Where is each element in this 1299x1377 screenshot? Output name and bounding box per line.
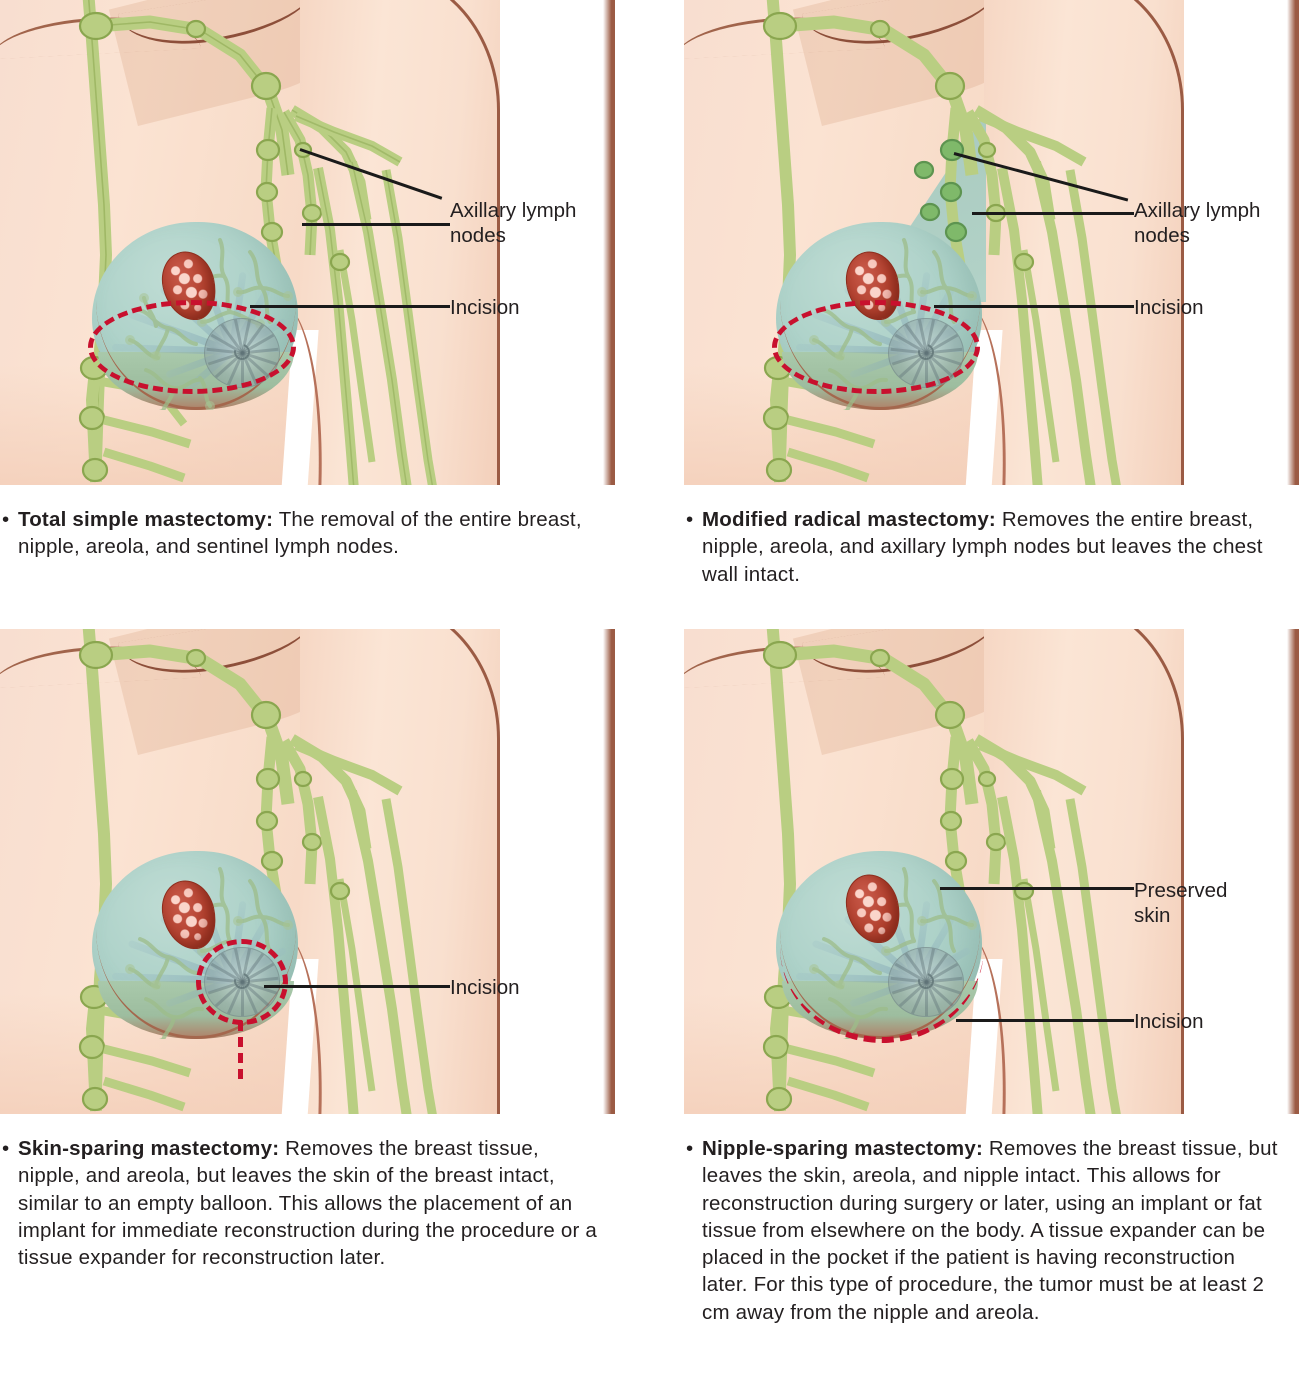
caption-body: Removes the breast tissue, nipple, and a… bbox=[18, 1137, 598, 1269]
label-incision: Incision bbox=[450, 976, 520, 999]
lymphatic-network bbox=[762, 0, 1121, 485]
caption-nipple-sparing-mastectomy: • Nipple-sparing mastectomy: Removes the … bbox=[684, 1135, 1284, 1326]
caption-body: Removes the breast tissue, but leaves th… bbox=[702, 1137, 1278, 1324]
label-axillary-lymph-nodes: Axillary lymph nodes bbox=[1134, 199, 1261, 247]
caption-bullet: • bbox=[2, 508, 10, 532]
caption-term: Nipple-sparing mastectomy: bbox=[702, 1137, 983, 1160]
panel-skin-sparing-mastectomy: Incision • Skin-sparing mastectomy: Remov… bbox=[0, 629, 615, 1271]
panel-modified-radical-mastectomy: Axillary lymph nodes Incision • Modified … bbox=[684, 0, 1299, 588]
leader-line-incision bbox=[956, 1019, 1134, 1022]
label-incision: Incision bbox=[1134, 1010, 1204, 1033]
panel-nipple-sparing-mastectomy: Preserved skin Incision • Nipple-sparing … bbox=[684, 629, 1299, 1326]
caption-term: Total simple mastectomy: bbox=[18, 508, 274, 531]
caption-bullet: • bbox=[2, 1137, 10, 1161]
lymphatic-network bbox=[78, 0, 437, 485]
caption-body: The removal of the entire breast, nipple… bbox=[18, 508, 582, 559]
label-incision: Incision bbox=[450, 296, 520, 319]
leader-line-incision bbox=[934, 305, 1134, 308]
breast-underline bbox=[96, 929, 296, 1039]
caption-term: Skin-sparing mastectomy: bbox=[18, 1137, 280, 1160]
label-axillary-lymph-nodes: Axillary lymph nodes bbox=[450, 199, 577, 247]
leader-line-incision bbox=[250, 305, 450, 308]
breast-underline bbox=[96, 300, 296, 410]
label-preserved-skin: Preserved skin bbox=[1134, 879, 1228, 927]
caption-modified-radical-mastectomy: • Modified radical mastectomy: Removes th… bbox=[684, 506, 1284, 588]
incision-marker bbox=[196, 939, 288, 1025]
incision-marker bbox=[772, 300, 980, 394]
caption-body: Removes the entire breast, nipple, areol… bbox=[702, 508, 1263, 586]
leader-line-axillary-lower bbox=[972, 212, 1134, 215]
illustration-skin-sparing-mastectomy: Incision bbox=[0, 629, 615, 1114]
caption-total-simple-mastectomy: • Total simple mastectomy: The removal of… bbox=[0, 506, 600, 561]
incision-marker bbox=[780, 947, 984, 1043]
caption-skin-sparing-mastectomy: • Skin-sparing mastectomy: Removes the br… bbox=[0, 1135, 600, 1271]
panel-total-simple-mastectomy: Axillary lymph nodes Incision • Total sim… bbox=[0, 0, 615, 561]
label-incision: Incision bbox=[1134, 296, 1204, 319]
illustration-total-simple-mastectomy: Axillary lymph nodes Incision bbox=[0, 0, 615, 485]
torso-outline bbox=[1287, 0, 1299, 485]
illustration-modified-radical-mastectomy: Axillary lymph nodes Incision bbox=[684, 0, 1299, 485]
torso-outline bbox=[603, 629, 615, 1114]
leader-line-preserved-skin bbox=[940, 887, 1134, 890]
breast-underline bbox=[780, 300, 980, 410]
incision-vertical-extension bbox=[238, 1021, 243, 1079]
caption-bullet: • bbox=[686, 1137, 694, 1161]
torso-outline bbox=[603, 0, 615, 485]
leader-line-axillary-lower bbox=[302, 223, 450, 226]
illustration-nipple-sparing-mastectomy: Preserved skin Incision bbox=[684, 629, 1299, 1114]
incision-marker bbox=[88, 300, 296, 394]
torso-outline bbox=[1287, 629, 1299, 1114]
caption-term: Modified radical mastectomy: bbox=[702, 508, 996, 531]
caption-bullet: • bbox=[686, 508, 694, 532]
leader-line-incision bbox=[264, 985, 450, 988]
